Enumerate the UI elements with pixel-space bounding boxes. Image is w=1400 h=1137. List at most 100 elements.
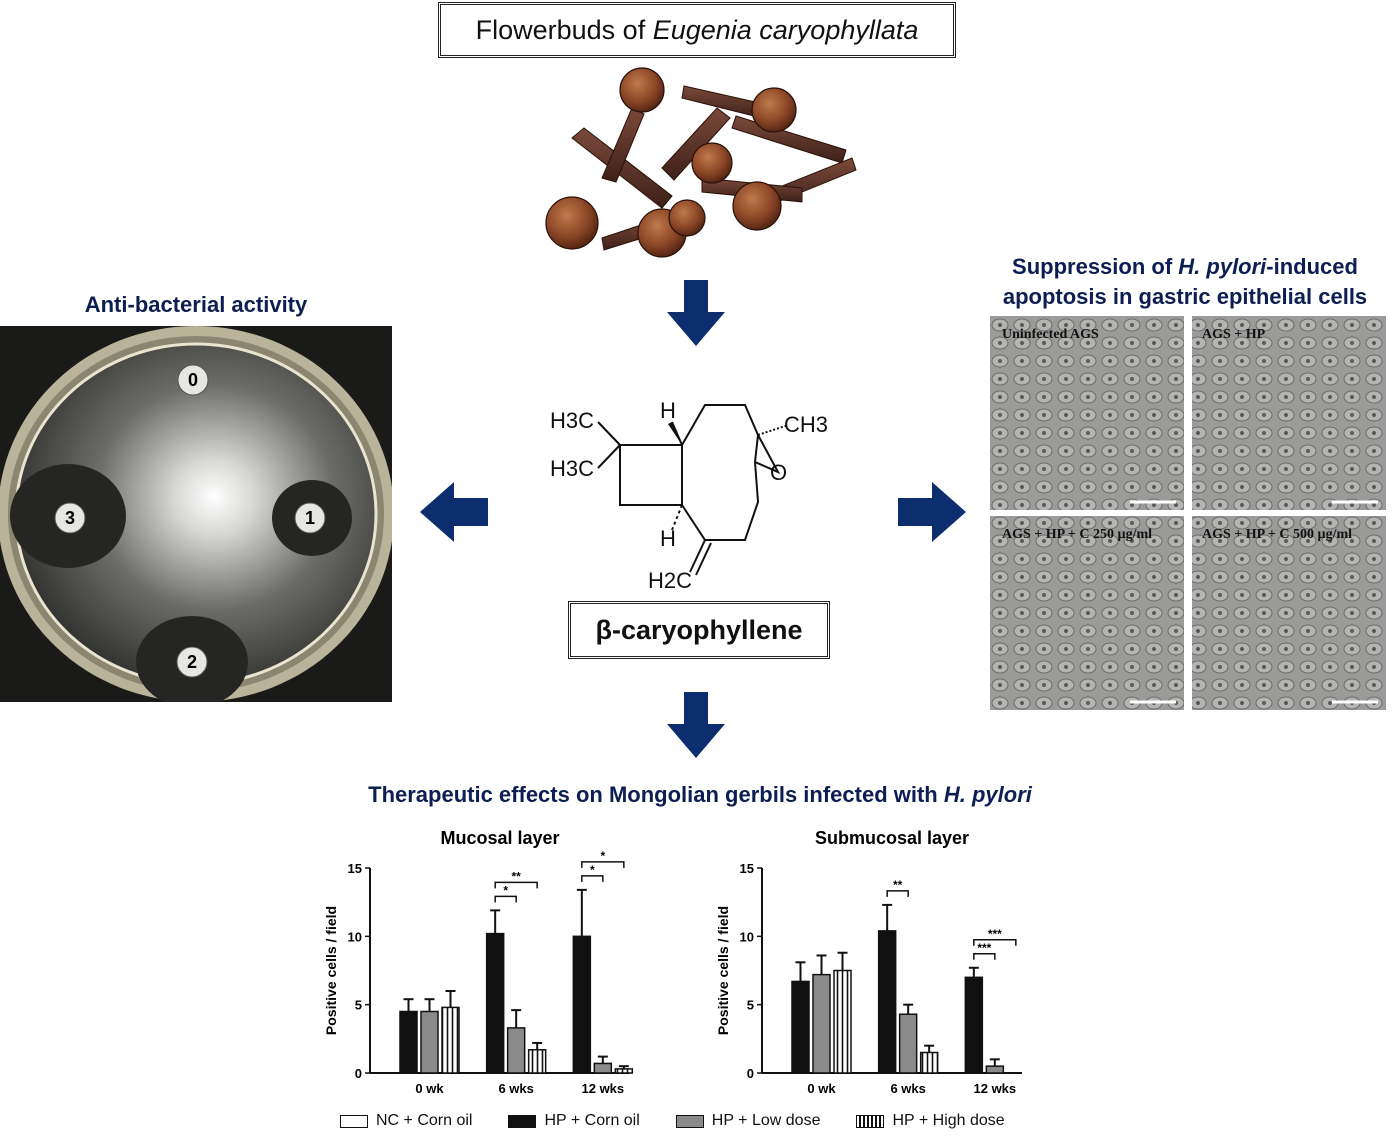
y-tick-label: 0: [355, 1066, 362, 1081]
x-tick-label: 12 wks: [974, 1081, 1017, 1096]
atom-h-top: H: [660, 398, 676, 423]
micrograph-label-c500: AGS + HP + C 500 µg/ml: [1202, 527, 1352, 542]
y-tick-label: 0: [747, 1066, 754, 1081]
bar: [572, 935, 592, 1074]
atom-h3c-top: H3C: [550, 408, 594, 433]
significance-label: *: [503, 883, 508, 897]
bar: [898, 1013, 918, 1074]
y-tick-label: 10: [348, 929, 362, 944]
compound-name: β-caryophyllene: [595, 615, 803, 645]
y-axis-label: Positive cells / field: [323, 906, 339, 1035]
apoptosis-title-suffix: -induced: [1266, 254, 1358, 279]
significance-bracket: [581, 875, 604, 882]
legend-swatch-white: [340, 1114, 368, 1128]
bar: [506, 1027, 526, 1074]
bar: [833, 969, 852, 1074]
legend-swatch-black: [508, 1114, 537, 1128]
disc-label-1: 1: [305, 508, 315, 528]
micrograph-ags-hp: [1192, 316, 1386, 510]
atom-o: O: [770, 460, 787, 485]
x-tick-label: 6 wks: [498, 1081, 533, 1096]
bar: [985, 1065, 1005, 1074]
significance-label: *: [590, 863, 595, 877]
legend-label: HP + Corn oil: [544, 1112, 640, 1129]
atom-h2c: H2C: [648, 568, 692, 592]
significance-bracket: [973, 939, 1017, 946]
antibacterial-title: Anti-bacterial activity: [84, 292, 308, 317]
y-tick-label: 10: [740, 929, 754, 944]
title-species: Eugenia caryophyllata: [652, 15, 919, 45]
significance-bracket: [494, 881, 538, 889]
significance-bracket: [581, 861, 625, 868]
significance-label: **: [511, 869, 521, 883]
significance-bracket: [494, 895, 517, 903]
legend-item: HP + High dose: [856, 1112, 1005, 1130]
therapeutic-title-species: H. pylori: [943, 782, 1032, 807]
significance-label: *: [600, 849, 605, 863]
micrograph-c500: [1192, 516, 1386, 710]
micrograph-label-uninfected: Uninfected AGS: [1002, 327, 1099, 342]
y-tick-label: 5: [355, 998, 362, 1013]
x-tick-label: 0 wk: [415, 1081, 444, 1096]
apoptosis-title-prefix: Suppression of: [1012, 254, 1179, 279]
micrograph-c250: [990, 516, 1184, 710]
disc-label-2: 2: [187, 652, 197, 672]
bar: [527, 1049, 547, 1074]
legend-item: HP + Corn oil: [508, 1112, 640, 1130]
bar: [791, 980, 810, 1074]
significance-label: **: [893, 878, 903, 892]
significance-bracket: [886, 890, 909, 897]
micrograph-label-ags-hp: AGS + HP: [1202, 327, 1266, 342]
legend-swatch-striped: [856, 1114, 885, 1128]
y-tick-label: 15: [348, 861, 362, 876]
bar: [964, 976, 984, 1074]
down-arrow-icon: [667, 280, 725, 346]
bar: [485, 932, 505, 1074]
bar: [399, 1010, 418, 1074]
significance-label: ***: [977, 941, 991, 955]
micrograph-label-c250: AGS + HP + C 250 µg/ml: [1002, 527, 1152, 542]
title-box: Flowerbuds of Eugenia caryophyllata: [438, 2, 956, 58]
compound-name-box: β-caryophyllene: [568, 601, 830, 659]
significance-label: ***: [988, 927, 1002, 941]
bar: [593, 1062, 613, 1074]
legend-label: HP + Low dose: [711, 1112, 821, 1129]
bar: [877, 930, 897, 1074]
bar: [919, 1051, 939, 1074]
chart-title: Submucosal layer: [815, 828, 969, 848]
left-arrow-icon: [420, 482, 488, 542]
y-tick-label: 5: [747, 998, 754, 1013]
legend-label: HP + High dose: [892, 1112, 1005, 1129]
x-tick-label: 6 wks: [890, 1081, 925, 1096]
therapeutic-title: Therapeutic effects on Mongolian gerbils…: [0, 782, 1400, 808]
apoptosis-title-species: H. pylori: [1178, 254, 1267, 279]
atom-ch3: CH3: [784, 412, 828, 437]
right-arrow-icon: [898, 482, 966, 542]
y-axis-label: Positive cells / field: [715, 906, 731, 1035]
disc-label-0: 0: [188, 370, 198, 390]
y-tick-label: 15: [740, 861, 754, 876]
clove-image: [545, 67, 857, 258]
legend: NC + Corn oil HP + Corn oil HP + Low dos…: [340, 1112, 1005, 1130]
apoptosis-title-line2: apoptosis in gastric epithelial cells: [1002, 284, 1368, 309]
bar: [420, 1010, 439, 1074]
legend-label: NC + Corn oil: [376, 1112, 473, 1129]
bar: [614, 1068, 634, 1074]
title-prefix: Flowerbuds of: [475, 15, 653, 45]
legend-swatch-gray: [675, 1114, 704, 1128]
bar: [812, 973, 831, 1074]
legend-item: HP + Low dose: [675, 1112, 821, 1130]
therapeutic-title-prefix: Therapeutic effects on Mongolian gerbils…: [368, 782, 944, 807]
micrograph-grid: Uninfected AGS AGS + HP AGS + HP + C 250…: [990, 316, 1386, 710]
significance-bracket: [973, 953, 996, 960]
petri-dish-image: 0 1 2 3: [0, 326, 392, 702]
micrograph-uninfected: [990, 316, 1184, 510]
atom-h-bottom: H: [660, 526, 676, 551]
x-tick-label: 0 wk: [807, 1081, 836, 1096]
bar: [441, 1006, 460, 1074]
disc-label-3: 3: [65, 508, 75, 528]
atom-h3c-mid: H3C: [550, 456, 594, 481]
x-tick-label: 12 wks: [582, 1081, 625, 1096]
legend-item: NC + Corn oil: [340, 1112, 472, 1130]
